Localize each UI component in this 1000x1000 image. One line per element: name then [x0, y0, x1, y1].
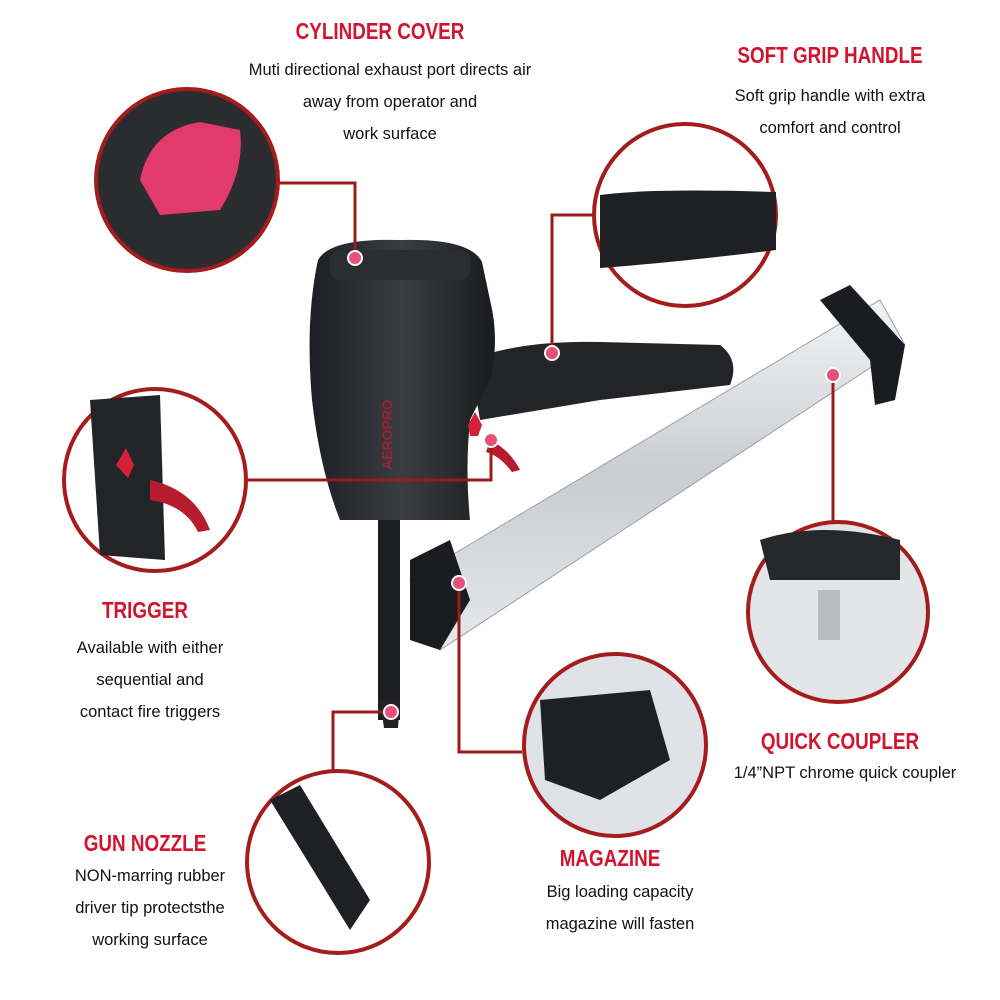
cylinder-cover-connector — [275, 181, 357, 258]
description-line: 1/4”NPT chrome quick coupler — [733, 764, 957, 782]
soft-grip-connector — [550, 213, 595, 352]
magazine-connector — [457, 583, 522, 754]
brand-logo: AEROPRO — [379, 399, 395, 470]
trigger-description: Available with either sequential and con… — [50, 632, 250, 728]
description-line: Muti directional exhaust port directs ai… — [248, 61, 532, 79]
magazine-detail — [522, 652, 708, 838]
trigger-connector — [247, 440, 493, 482]
handle — [470, 341, 734, 420]
description-line: Available with either — [76, 639, 224, 657]
description-line: work surface — [343, 125, 437, 143]
description-line: Big loading capacity — [546, 883, 694, 901]
trigger-detail — [62, 387, 248, 573]
detail-circles — [62, 87, 930, 955]
quick-coupler-marker — [825, 367, 841, 383]
gun-nozzle-connector — [331, 710, 391, 770]
description-line: driver tip protectsthe — [75, 899, 225, 917]
nozzle-shaft — [378, 520, 400, 720]
description-line: sequential and — [96, 671, 204, 689]
description-line: comfort and control — [759, 119, 901, 137]
connector-lines — [247, 181, 835, 770]
magazine-end-cap — [820, 285, 905, 405]
trigger-safety — [468, 412, 482, 436]
nail-gun-image: AEROPRO — [309, 239, 906, 728]
soft-grip-marker — [544, 345, 560, 361]
cylinder-cover-title: CYLINDER COVER — [295, 18, 465, 44]
cylinder-cover-cap — [140, 122, 241, 215]
description-line: away from operator and — [302, 93, 478, 111]
magazine-marker — [451, 575, 467, 591]
soft-grip-handle-description: Soft grip handle with extra comfort and … — [690, 80, 970, 144]
trigger — [486, 440, 520, 472]
quick-coupler-detail — [746, 520, 930, 704]
cylinder-cover-description: Muti directional exhaust port directs ai… — [220, 54, 560, 150]
trigger-marker — [483, 432, 499, 448]
cylinder-cover-detail — [94, 87, 280, 273]
description-line: magazine will fasten — [545, 915, 695, 933]
gun-nozzle-detail — [245, 769, 431, 955]
description-line: working surface — [92, 931, 208, 949]
trigger-title: TRIGGER — [102, 597, 188, 623]
description-line: NON-marring rubber — [74, 867, 226, 885]
magazine-latch — [410, 540, 470, 650]
description-line: Soft grip handle with extra — [734, 87, 926, 105]
quick-coupler-title: QUICK COUPLER — [760, 728, 920, 754]
markers — [347, 250, 841, 720]
soft-grip-handle-title: SOFT GRIP HANDLE — [737, 42, 923, 68]
magazine-description: Big loading capacity magazine will faste… — [520, 876, 720, 940]
cylinder-body — [309, 239, 495, 521]
quick-coupler-description: 1/4”NPT chrome quick coupler — [700, 757, 990, 789]
description-line: contact fire triggers — [79, 703, 221, 721]
soft-grip-detail — [592, 122, 778, 308]
gun-nozzle-title: GUN NOZZLE — [83, 830, 207, 856]
magazine-title: MAGAZINE — [559, 845, 661, 871]
gun-nozzle-marker — [383, 704, 399, 720]
cylinder-cover-marker — [347, 250, 363, 266]
gun-nozzle-description: NON-marring rubber driver tip protectsth… — [45, 860, 255, 956]
